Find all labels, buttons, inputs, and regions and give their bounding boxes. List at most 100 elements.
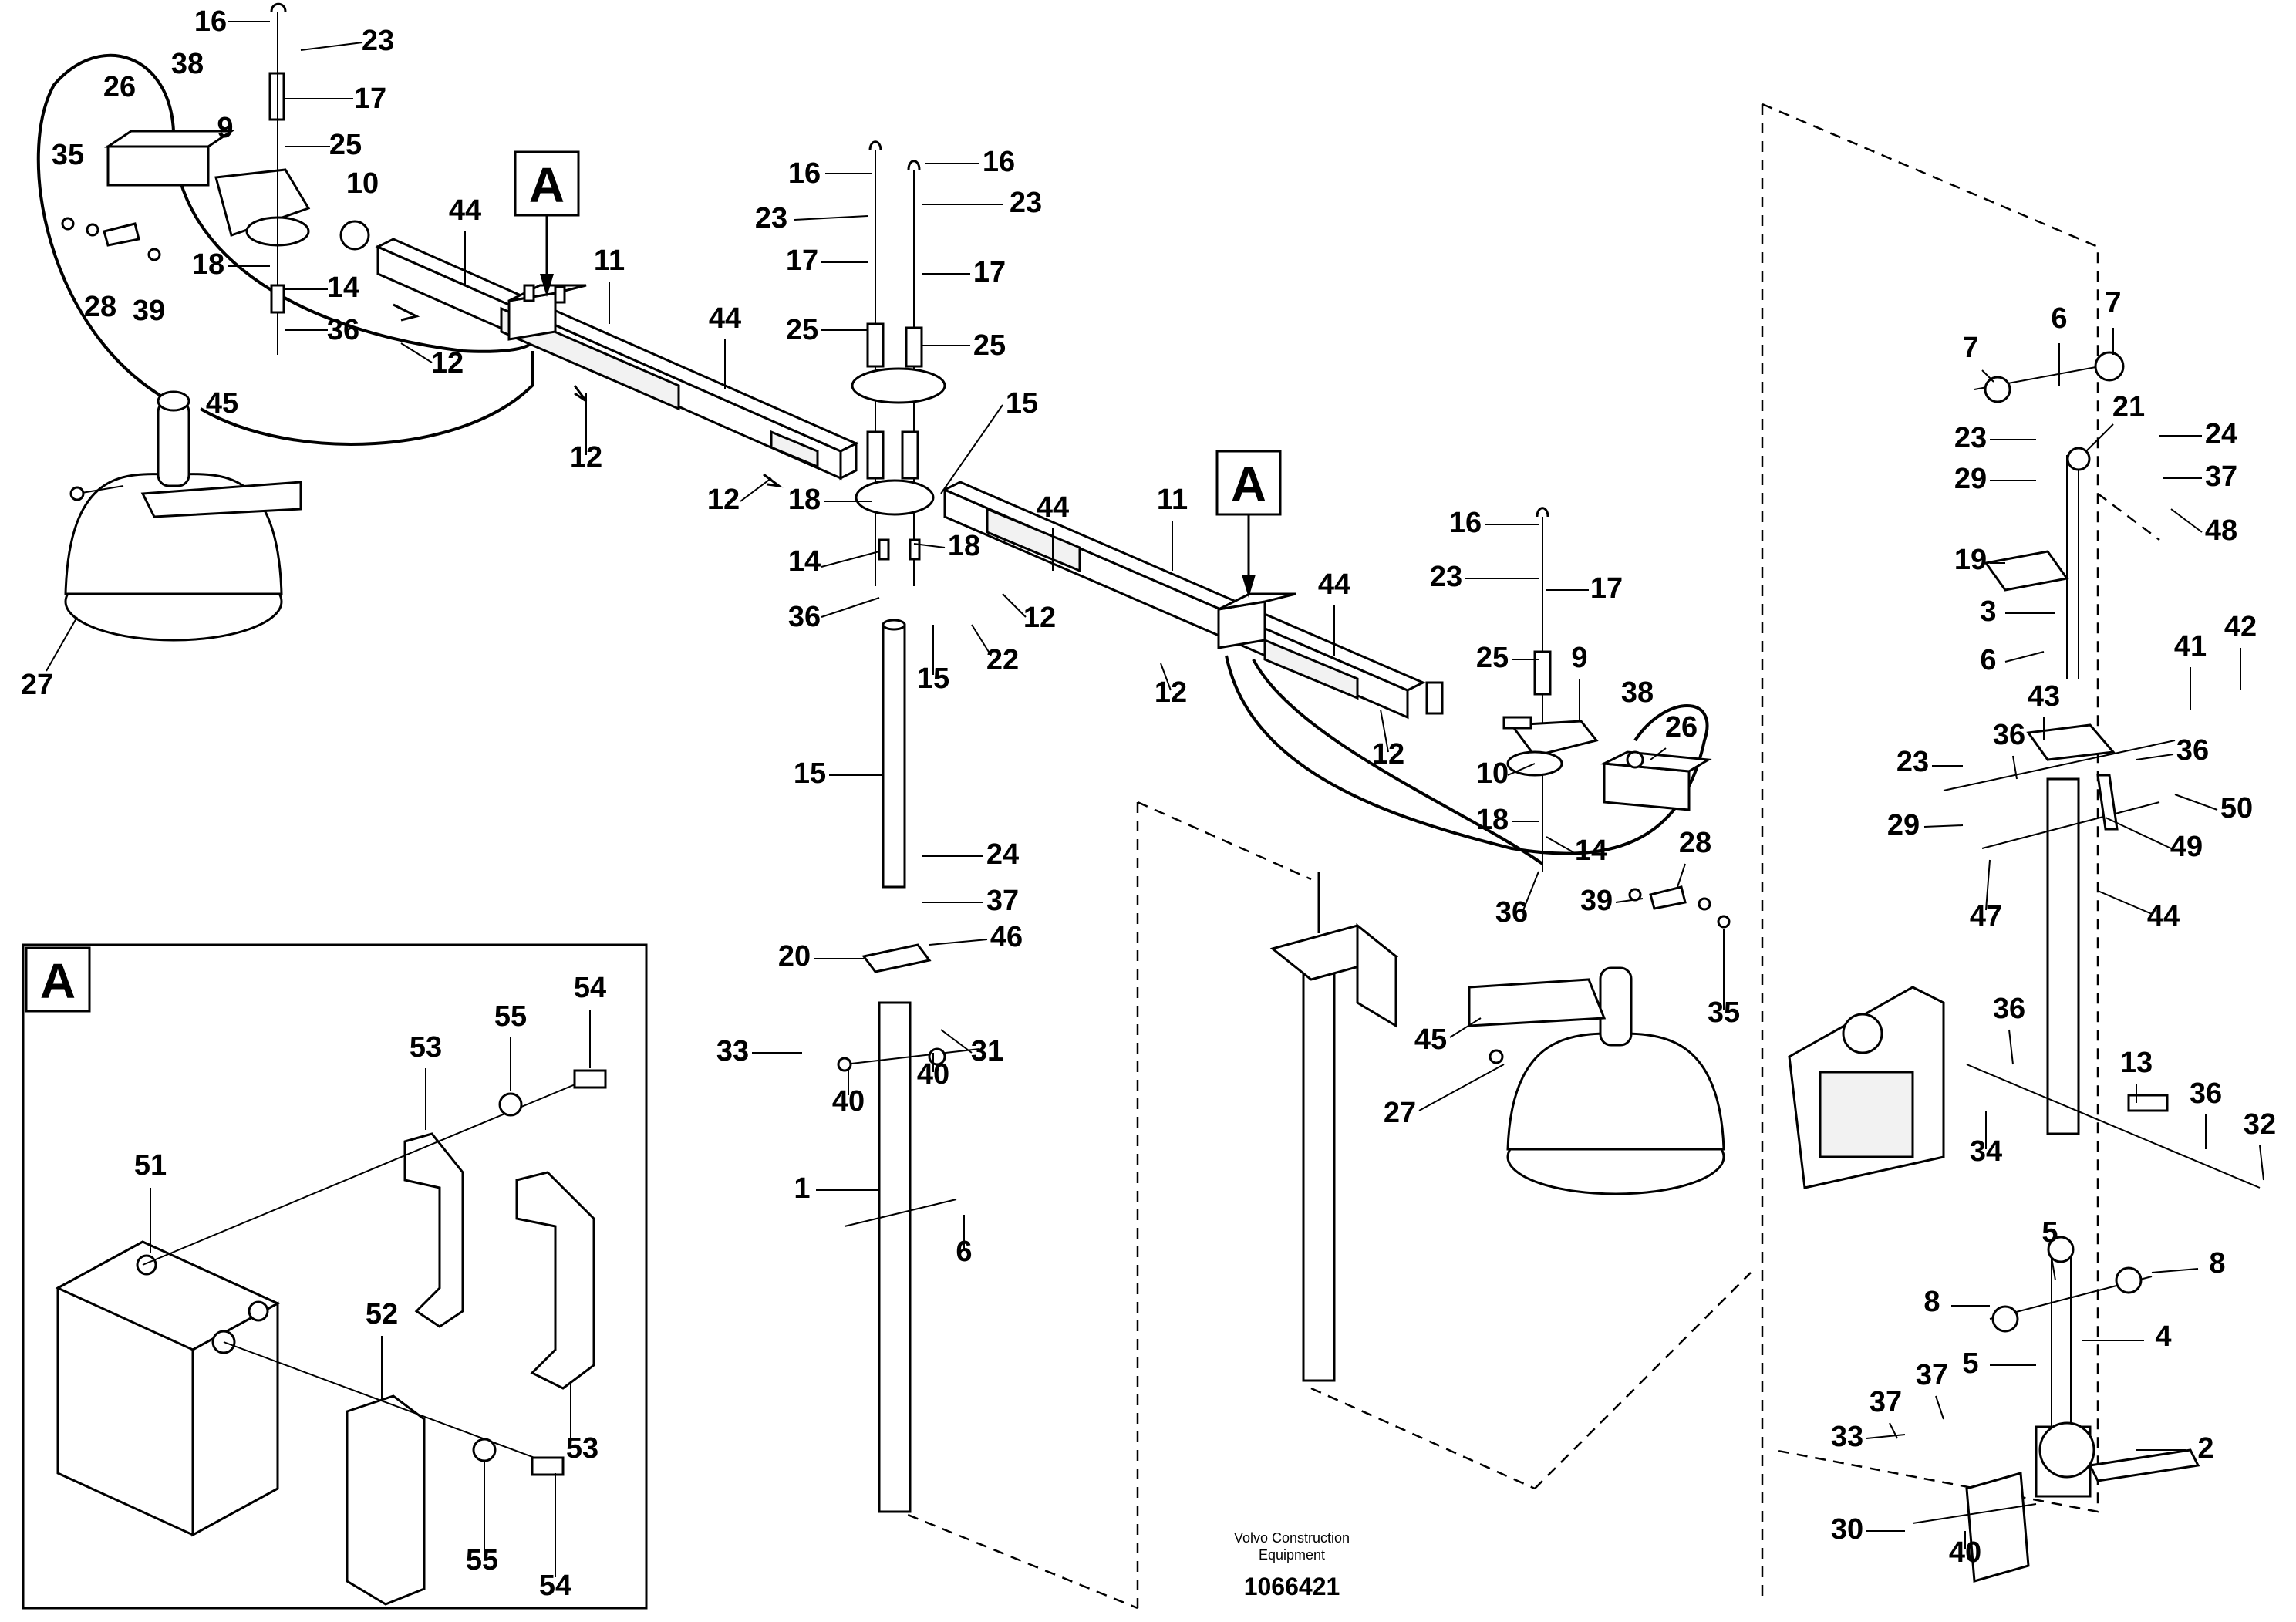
leader-line [2097,890,2153,915]
part-callout-c72: 7 [2105,287,2121,319]
part-callout-c74: 23 [1954,422,1987,454]
leader-line [940,404,1003,494]
part-callout-c112: 53 [410,1031,442,1064]
part-callout-c111: 55 [494,1000,527,1033]
part-callout-c9: 10 [346,167,379,200]
part-callout-c24: 16 [983,146,1015,178]
detail-a-corner-box [25,946,91,1013]
part-callout-c81: 3 [1980,595,1996,628]
leader-line [913,543,946,548]
part-callout-c87: 36 [2176,734,2209,767]
part-callout-c15: 12 [431,347,464,379]
part-callout-c5: 26 [103,71,136,103]
part-callout-c96: 36 [2190,1077,2222,1110]
part-callout-c41: 37 [986,885,1019,917]
part-callout-c114: 52 [366,1298,398,1330]
part-callout-c59: 9 [1571,642,1587,674]
part-callout-c68: 35 [1708,996,1740,1029]
part-callout-c97: 32 [2244,1108,2276,1141]
part-callout-c6: 9 [217,112,233,144]
part-callout-c115: 53 [566,1432,598,1465]
part-callout-c16: 45 [206,387,238,420]
left-bracket-assembly [61,2,370,355]
leader-line [821,551,880,568]
part-callout-c46: 40 [917,1058,949,1091]
part-callout-c107: 2 [2197,1432,2213,1465]
part-callout-c44: 33 [716,1035,749,1067]
company-line-2: Equipment [1259,1547,1325,1563]
left-boom-arm [375,238,859,488]
part-callout-c70: 27 [1384,1097,1416,1129]
part-callout-c71: 6 [2051,302,2067,335]
part-callout-c117: 54 [539,1570,571,1602]
part-callout-c14: 36 [327,314,359,346]
view-a-marker-right [1215,450,1282,598]
part-callout-c26: 23 [1010,187,1042,219]
part-callout-c37: 22 [986,644,1019,676]
leader-line [1985,859,1991,911]
part-callout-c32: 18 [788,484,821,516]
part-callout-c52: 44 [1318,568,1350,601]
part-callout-c28: 17 [973,256,1006,288]
detail-a-panel [22,943,648,1610]
part-callout-c95: 13 [2120,1047,2153,1079]
part-callout-c13: 39 [133,295,165,327]
drawing-number: 1066421 [1244,1573,1340,1600]
part-callout-c61: 26 [1665,711,1698,744]
part-callout-c110: 54 [574,972,606,1004]
part-callout-c58: 25 [1476,642,1509,674]
part-callout-c109: 40 [1949,1536,1981,1569]
part-callout-c62: 10 [1476,757,1509,790]
part-callout-c78: 37 [2205,460,2237,493]
part-callout-c83: 41 [2174,630,2207,663]
leader-line [300,42,363,51]
left-work-lamp [36,53,534,642]
leader-line [1546,836,1574,853]
leader-line [929,939,988,946]
leader-line [1923,824,1964,828]
part-callout-c56: 23 [1430,561,1462,593]
part-callout-c40: 24 [986,838,1019,871]
part-callout-c2: 23 [362,25,394,57]
leader-line [1522,871,1539,911]
part-callout-c21: 44 [709,302,741,335]
part-callout-c17: 27 [21,669,53,701]
part-callout-c64: 14 [1575,835,1607,867]
leader-line [1981,369,1994,383]
leader-line [2105,817,2172,849]
leader-line [2012,755,2018,780]
center-right-post [1269,872,1399,1382]
part-callout-c12: 28 [84,291,116,323]
part-callout-c104: 37 [1916,1359,1948,1391]
leader-line [1449,1017,1482,1038]
part-callout-c76: 24 [2205,418,2237,450]
part-callout-c92: 47 [1970,900,2002,932]
leader-line [2004,651,2045,663]
part-callout-c33: 18 [948,530,980,562]
part-callout-c102: 4 [2155,1320,2171,1353]
part-callout-c86: 36 [1993,719,2025,751]
part-callout-c43: 20 [778,940,811,973]
part-callout-c49: 6 [956,1236,972,1268]
center-post [837,1001,980,1513]
part-callout-c35: 36 [788,601,821,633]
part-callout-c36: 15 [917,663,949,695]
part-callout-c25: 23 [755,202,787,234]
part-callout-c48: 1 [794,1172,810,1205]
part-callout-c85: 43 [2028,680,2060,713]
part-callout-c89: 50 [2220,792,2253,824]
part-callout-c55: 16 [1449,507,1482,539]
leader-line [400,342,433,363]
part-callout-c42: 46 [990,921,1023,953]
leader-line [1935,1395,1944,1420]
part-callout-c98: 34 [1970,1135,2002,1168]
detail-a-border [22,943,648,1610]
right-work-lamp [1468,966,1725,1195]
right-mast-assembly [1788,351,2261,1189]
part-callout-c67: 36 [1495,896,1528,929]
leader-line [2085,423,2114,452]
view-a-marker-left [514,150,580,297]
part-callout-c106: 33 [1831,1421,1863,1453]
